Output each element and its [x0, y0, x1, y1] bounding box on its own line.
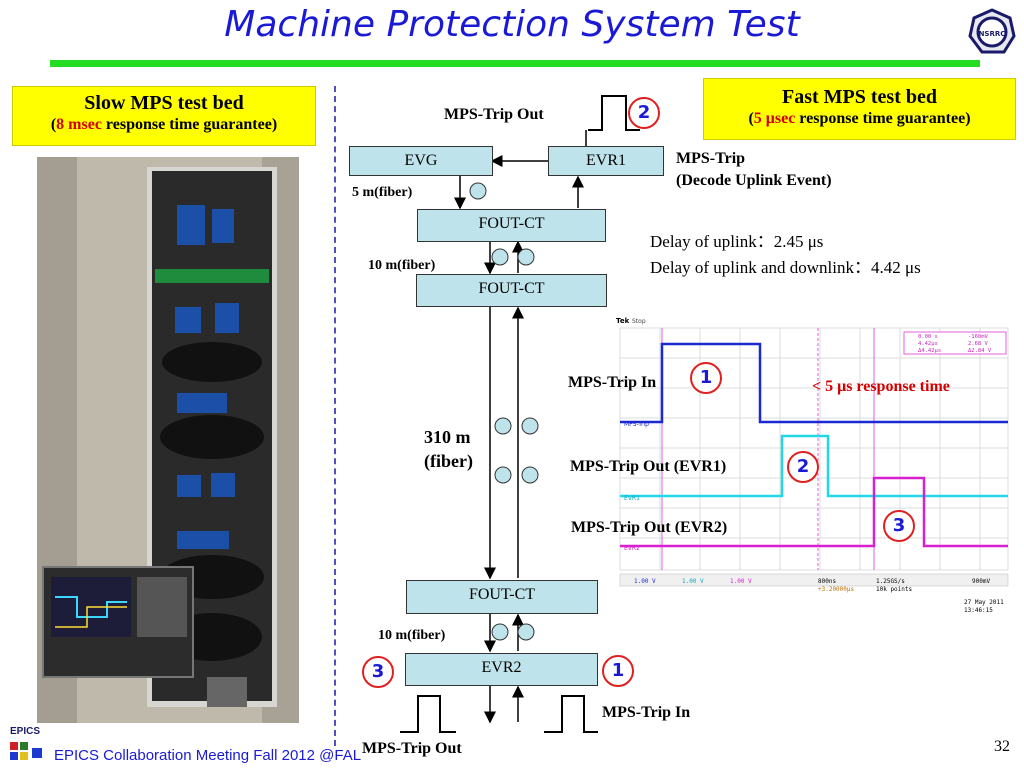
scope-state: Stop — [632, 318, 646, 325]
marker-2-scope: 2 — [787, 451, 819, 483]
marker-3-bottom: 3 — [362, 656, 394, 688]
trip-out-pulse-bottom — [400, 695, 456, 733]
marker-1-bottom: 1 — [602, 655, 634, 687]
epics-logo-text: EPICS — [10, 726, 41, 737]
scope-record: 10k points — [876, 586, 913, 593]
fiber-10m-label-2: 10 m(fiber) — [378, 628, 446, 643]
delay-uplink: Delay of uplink：2.45 μs — [650, 232, 824, 251]
fiber-5m-label: 5 m(fiber) — [352, 185, 413, 200]
cursor-delta-volt: Δ2.84 V — [968, 348, 992, 354]
trip-out-top-label: MPS-Trip Out — [444, 106, 544, 123]
title-underline — [50, 60, 980, 67]
trip-out-bottom-label: MPS-Trip Out — [362, 740, 462, 757]
nsrrc-logo: NSRRC — [968, 8, 1016, 54]
marker-3-scope: 3 — [883, 510, 915, 542]
fast-mps-heading: Fast MPS test bed — [782, 86, 937, 108]
mps-trip-label: MPS-Trip (Decode Uplink Event) — [676, 150, 832, 189]
ch3-name: EVR2 — [624, 545, 640, 552]
fiber-310m-label: 310 m (fiber) — [424, 427, 473, 471]
slow-mps-heading: Slow MPS test bed — [84, 92, 244, 114]
scope-trip-out-evr2-label: MPS-Trip Out (EVR2) — [571, 519, 728, 536]
scope-time: 13:46:15 — [964, 607, 993, 614]
scope-trigger-level: 900mV — [972, 578, 990, 585]
trip-in-bottom-label: MPS-Trip In — [602, 704, 691, 721]
trace-ch2 — [620, 434, 1008, 498]
scope-trip-in-label: MPS-Trip In — [568, 374, 657, 391]
fout-ct-box-1: FOUT-CT — [417, 209, 606, 242]
fout-ct-box-3: FOUT-CT — [406, 580, 598, 614]
cursor-2-volt: 2.68 V — [968, 341, 989, 347]
slow-mps-box: Slow MPS test bed (8 msec response time … — [12, 86, 316, 146]
fiber-10m-label-1: 10 m(fiber) — [368, 258, 436, 273]
ch1-name: MPS-Trip — [624, 421, 649, 428]
fast-mps-time: 5 μsec — [753, 110, 796, 127]
fout-ct-box-2: FOUT-CT — [416, 274, 607, 307]
ch1-scale: 1.00 V — [634, 578, 656, 585]
scope-timebase: 800ns — [818, 578, 836, 585]
fast-mps-sub: (5 μsec response time guarantee) — [748, 110, 971, 127]
logo-text: NSRRC — [979, 30, 1006, 38]
slow-mps-time: 8 msec — [56, 116, 102, 133]
page-title: Machine Protection System Test — [224, 4, 800, 45]
diagram-connectors — [400, 95, 640, 733]
scope-trip-out-evr1-label: MPS-Trip Out (EVR1) — [570, 458, 727, 475]
evr2-box: EVR2 — [405, 653, 598, 686]
cursor-1-volt: -160mV — [968, 334, 989, 340]
marker-1-scope: 1 — [690, 362, 722, 394]
trace-ch1 — [620, 342, 1008, 424]
cursor-delta-time: Δ4.42μs — [918, 348, 941, 354]
scope-date: 27 May 2011 — [964, 599, 1004, 606]
epics-logo-icon — [10, 742, 42, 760]
trace-ch3 — [620, 476, 1008, 548]
fast-mps-box: Fast MPS test bed (5 μsec response time … — [703, 78, 1016, 140]
ch2-name: EVR1 — [624, 495, 640, 502]
scope-brand: Tek — [616, 317, 630, 325]
trip-in-pulse-bottom — [544, 695, 598, 733]
rack-photo — [37, 157, 299, 723]
ch3-scale: 1.00 V — [730, 578, 752, 585]
section-divider — [334, 86, 336, 746]
response-time-label: < 5 μs response time — [812, 378, 950, 395]
footer-text: EPICS Collaboration Meeting Fall 2012 @F… — [54, 747, 362, 764]
trip-out-pulse-top — [588, 95, 640, 131]
cursor-1-time: 0.00 s — [918, 334, 938, 340]
scope-trigger-pos: +3.20000μs — [818, 586, 855, 593]
delay-uplink-downlink: Delay of uplink and downlink：4.42 μs — [650, 258, 921, 277]
marker-2-top: 2 — [628, 97, 660, 129]
evg-box: EVG — [349, 146, 493, 176]
evr1-box: EVR1 — [548, 146, 664, 176]
ch2-scale: 1.00 V — [682, 578, 704, 585]
scope-sample-rate: 1.25GS/s — [876, 578, 905, 585]
cursor-2-time: 4.42μs — [918, 341, 938, 347]
page-number: 32 — [994, 738, 1010, 755]
slow-mps-sub: (8 msec response time guarantee) — [50, 116, 278, 133]
